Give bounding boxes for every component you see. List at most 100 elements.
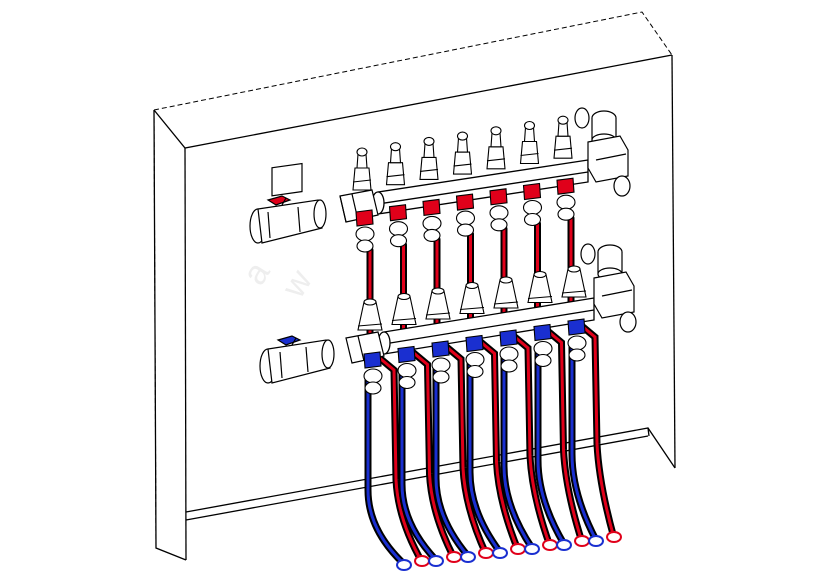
flow-meter [459,281,485,315]
flow-meter-top [363,298,377,306]
pipe-fitting [388,204,409,248]
fitting-body [489,205,509,221]
fitting-nut [489,188,508,206]
fitting-nut [499,329,518,347]
valve-cap [456,131,469,141]
pipe-fitting [431,340,451,384]
flow-meter-ring [357,323,383,327]
flow-meter [425,287,451,320]
return-pipe [536,351,566,546]
valve-head [553,115,573,159]
fitting-nut [522,182,542,201]
fitting-body [422,215,442,231]
flow-pipe [402,243,456,560]
lower-manifold-bar [377,297,595,355]
lower-air-vent [580,243,637,333]
pipe-fitting [522,182,543,227]
fitting-nut [455,193,475,211]
fitting-body [388,221,409,237]
fitting-nut [363,351,382,369]
flow-pipe-end [574,535,590,547]
svg-text:w: w [274,263,320,305]
return-pipe-end [588,535,604,547]
watermark: w a [235,255,320,305]
flow-meter-ring [425,312,451,316]
valve-cap [490,126,502,136]
flow-pipe-end [510,543,526,555]
fitting-nut [533,323,552,342]
fitting-body [534,353,552,368]
valve-body [452,151,473,175]
flow-pipe [502,227,552,548]
fitting-body [363,368,383,384]
pipe-fitting [455,193,476,237]
svg-text:a: a [235,255,277,291]
return-pipe-end [492,547,508,559]
fitting-body [533,340,553,357]
flow-meter-ring [527,295,553,300]
fitting-nut [397,345,416,364]
flow-meter-ring [391,317,417,322]
fitting-body [522,199,543,216]
flow-pipe [536,222,584,544]
valve-body [352,167,372,191]
valve-ring [486,158,506,162]
valve-body [419,156,439,180]
flow-meter [561,265,587,298]
return-pipe-end [396,559,412,571]
flow-pipe-end [478,547,494,559]
return-pipe-end [460,551,476,563]
upper-pipe-fittings [355,177,576,253]
valve-ring [386,174,405,178]
fitting-body [356,239,374,253]
pipe-fitting [363,351,383,395]
valve-head [452,131,473,175]
lower-pipe-fittings [363,318,587,395]
return-pipe-end [556,539,572,551]
fitting-body [397,362,417,379]
flow-pipe-end [414,555,430,567]
flow-meter-top [533,270,547,279]
fitting-body [431,357,451,373]
return-pipe [468,362,502,554]
fitting-body [499,346,519,362]
valve-head [352,147,372,191]
pipe-ends [396,531,622,571]
fitting-body [466,364,484,379]
fitting-body [568,348,586,362]
upper-ball-valve [249,162,327,244]
flow-meter [391,292,417,326]
return-pipe [570,345,598,542]
valve-head [519,120,540,165]
flow-pipe-end [542,539,558,551]
fitting-body [490,218,508,232]
flow-meter-ring [459,306,485,311]
upper-outlet-caps [352,115,573,191]
fitting-body [355,226,375,242]
pipe-fitting [567,318,587,362]
fitting-nut [567,318,586,336]
valve-body [519,140,540,165]
flow-pipe-end [446,551,462,563]
return-pipe-end [524,543,540,555]
flow-meter [493,276,519,309]
return-pipe [366,378,406,566]
fitting-body [398,375,416,390]
flow-meter-top [499,276,513,284]
fitting-nut [431,340,450,358]
valve-ring [553,147,573,151]
valve-cap [523,120,536,131]
valve-ring [352,179,372,183]
fitting-nut [355,209,374,227]
lower-outlet-caps [357,265,587,331]
flow-pipe [368,248,424,564]
valve-ring [419,168,439,172]
fitting-body [500,359,518,373]
valve-body [385,162,406,186]
fitting-body [364,381,382,395]
pipe-fitting [355,209,375,253]
flow-pipe [569,216,616,540]
valve-body [486,146,506,170]
valve-cap [356,147,368,157]
